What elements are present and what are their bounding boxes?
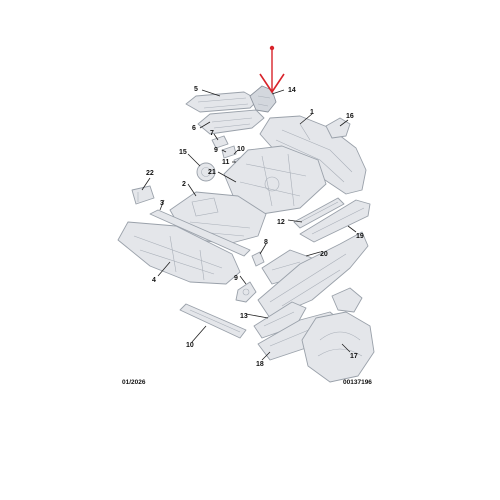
- callout-3: 3: [160, 200, 164, 207]
- callout-15: 15: [179, 149, 187, 156]
- callout-7: 7: [210, 130, 214, 137]
- callout-13: 13: [240, 313, 248, 320]
- footer-reference-code: 00137196: [343, 379, 372, 386]
- callout-21: 21: [208, 169, 216, 176]
- callout-12: 12: [277, 219, 285, 226]
- part-5-upper-rail[interactable]: [185, 91, 259, 113]
- callout-10-upper: 10: [237, 146, 245, 153]
- highlight-arrow: [259, 45, 285, 94]
- callout-22: 22: [146, 170, 154, 177]
- callout-14: 14: [288, 87, 296, 94]
- callout-20: 20: [320, 251, 328, 258]
- callout-10: 10: [186, 342, 194, 349]
- part-7-small-plate[interactable]: [211, 135, 229, 149]
- part-17-rear-wheel-arch[interactable]: [301, 311, 375, 383]
- part-8-bolt[interactable]: [251, 251, 265, 267]
- part-9-small-clip[interactable]: [221, 145, 237, 159]
- callout-2: 2: [182, 181, 186, 188]
- callout-labels: 5 14 6 1 16 7 9 10 11 15 21 22 2 3 12 19…: [146, 86, 364, 368]
- footer-date: 01/2026: [122, 379, 146, 386]
- part-10-sill-strip[interactable]: [179, 303, 247, 339]
- part-19-long-sill[interactable]: [299, 199, 371, 243]
- callout-9-lower: 9: [234, 275, 238, 282]
- callout-11: 11: [222, 159, 230, 166]
- callout-18: 18: [256, 361, 264, 368]
- part-13-crossmember[interactable]: [253, 301, 307, 339]
- callout-1: 1: [310, 109, 314, 116]
- callout-16: 16: [346, 113, 354, 120]
- part-9-lower-bracket[interactable]: [235, 281, 257, 303]
- callout-8: 8: [264, 239, 268, 246]
- callout-4: 4: [152, 277, 156, 284]
- part-12-side-sill[interactable]: [293, 197, 345, 229]
- part-3-long-rail[interactable]: [149, 209, 251, 257]
- part-6-reinforcement-rail[interactable]: [197, 109, 265, 135]
- wheelhouse-bracket[interactable]: [331, 287, 363, 313]
- callout-9-upper: 9: [214, 147, 218, 154]
- part-4-cross-member[interactable]: [117, 221, 241, 285]
- callout-19: 19: [356, 233, 364, 240]
- callout-5: 5: [194, 86, 198, 93]
- leader-lines: [141, 89, 357, 361]
- part-15-grommet[interactable]: [196, 162, 216, 182]
- callout-6: 6: [192, 125, 196, 132]
- callout-17: 17: [350, 353, 358, 360]
